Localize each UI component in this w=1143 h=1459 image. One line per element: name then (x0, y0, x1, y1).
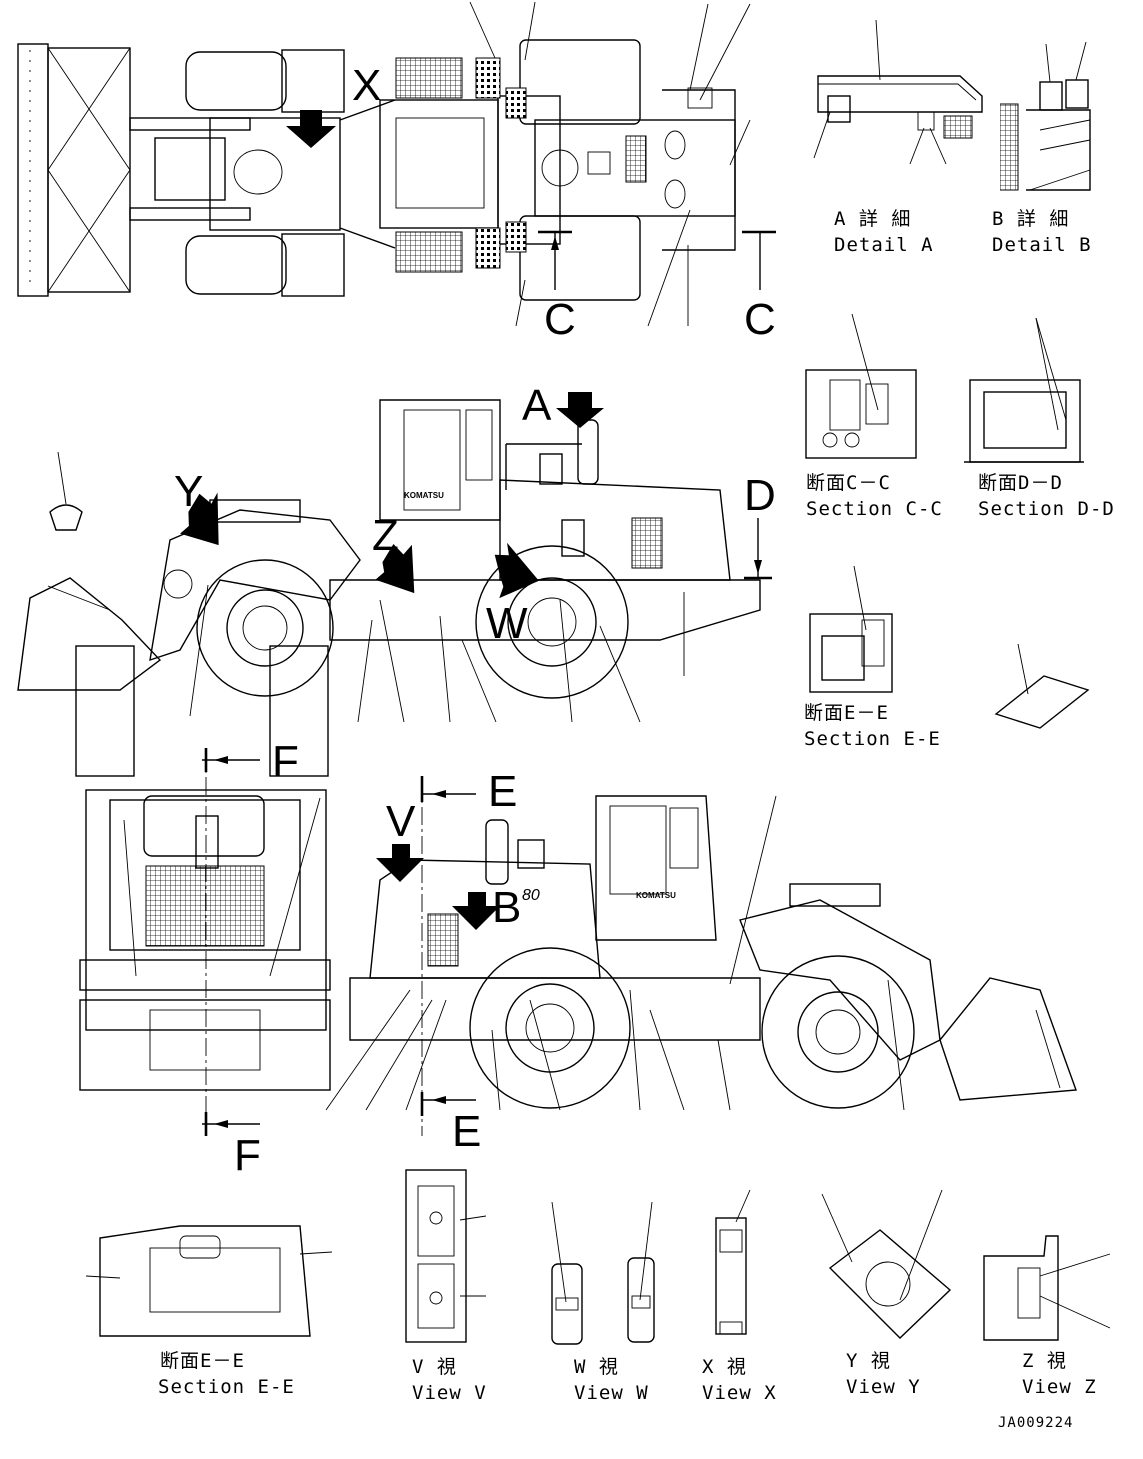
view-x-drawing (715, 1189, 751, 1335)
view-z-drawing (983, 1235, 1111, 1341)
side-view-right (325, 776, 1077, 1136)
caption-view-y-jp: Y 視 (846, 1350, 891, 1372)
caption-view-w-en: View W (574, 1382, 649, 1404)
caption-view-v-en: View V (412, 1382, 487, 1404)
section-ee-upper-drawing (809, 565, 893, 693)
view-letter-v: V (386, 797, 416, 846)
section-ee-lower-drawing (85, 1225, 333, 1337)
view-letter-w: W (486, 599, 528, 648)
view-w-drawing (551, 1201, 655, 1345)
detail-b-drawing (1000, 41, 1091, 191)
label-tag-sketch (994, 643, 1090, 729)
section-dd-drawing (964, 317, 1084, 463)
section-letter-e-bottom: E (452, 1107, 482, 1156)
section-cc-drawing (805, 313, 917, 459)
caption-view-w-jp: W 視 (574, 1356, 619, 1378)
caption-detail-a-jp: A 詳 細 (834, 208, 912, 230)
model-number-decal: 80 (522, 887, 540, 904)
view-letter-y: Y (174, 467, 204, 516)
caption-view-x-en: View X (702, 1382, 777, 1404)
drawing-code: JA009224 (998, 1415, 1074, 1431)
brand-decal-left: KOMATSU (404, 491, 444, 500)
caption-detail-b-en: Detail B (992, 234, 1092, 256)
section-letter-f-top: F (272, 737, 299, 786)
view-v-drawing (405, 1169, 487, 1343)
caption-view-v-jp: V 視 (412, 1356, 457, 1378)
side-view-left (17, 392, 772, 723)
detail-letter-a: A (522, 381, 552, 430)
caption-view-z-jp: Z 視 (1022, 1350, 1067, 1372)
detail-letter-b: B (492, 883, 522, 932)
caption-section-ee-lower-jp: 断面E－E (160, 1350, 245, 1372)
view-letter-z: Z (372, 511, 399, 560)
caption-section-ee-lower-en: Section E-E (158, 1376, 295, 1398)
caption-view-y-en: View Y (846, 1376, 921, 1398)
section-letter-c-right: C (744, 295, 776, 344)
section-letter-c-left: C (544, 295, 576, 344)
view-y-drawing (821, 1189, 952, 1339)
caption-detail-a-en: Detail A (834, 234, 934, 256)
section-letter-e-top: E (488, 767, 518, 816)
front-view (75, 645, 331, 1136)
brand-decal-right: KOMATSU (636, 891, 676, 900)
caption-section-dd-en: Section D-D (978, 498, 1115, 520)
caption-section-ee-upper-jp: 断面E－E (804, 702, 889, 724)
section-letter-f-bottom: F (234, 1131, 261, 1180)
section-letter-d: D (744, 471, 776, 520)
caption-section-cc-jp: 断面C－C (806, 472, 891, 494)
caption-detail-b-jp: B 詳 細 (992, 208, 1070, 230)
detail-a-drawing (813, 19, 983, 165)
caption-view-x-jp: X 視 (702, 1356, 747, 1378)
caption-section-cc-en: Section C-C (806, 498, 943, 520)
caption-section-dd-jp: 断面D－D (978, 472, 1063, 494)
caption-section-ee-upper-en: Section E-E (804, 728, 941, 750)
caption-view-z-en: View Z (1022, 1376, 1097, 1398)
view-letter-x: X (352, 61, 382, 110)
top-view (17, 1, 776, 327)
